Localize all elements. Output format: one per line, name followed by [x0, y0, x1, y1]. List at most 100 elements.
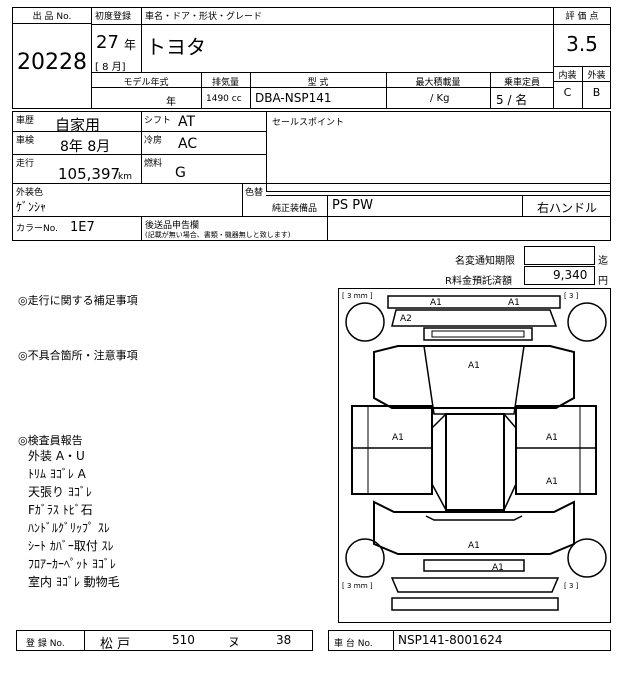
history-value: 自家用 [55, 116, 101, 134]
tire-rear-left [345, 538, 385, 578]
chassis-label: 車 台 No. [334, 639, 373, 649]
ac-label: 冷房 [144, 136, 163, 146]
car-name-label: 車名・ドア・形状・グレード [145, 12, 263, 22]
recycle-label: R料金預託済額 [445, 276, 512, 287]
specs-div-3 [386, 72, 387, 109]
name-change-box [524, 246, 595, 265]
type-label: 型 式 [307, 78, 329, 88]
specs-div-4 [490, 72, 491, 109]
color-change-label: 色替 [245, 188, 264, 198]
after-docs-div [327, 216, 328, 241]
details-line-4 [12, 216, 611, 217]
driving-notes-heading: ◎走行に関する補足事項 [18, 294, 138, 307]
damage-mark: A1 [546, 477, 558, 487]
chassis-div [393, 630, 394, 651]
ac-value: AC [178, 136, 198, 152]
details-line-1 [12, 131, 266, 132]
equipment-label: 純正装備品 [272, 204, 318, 214]
mileage-unit: km [118, 172, 132, 182]
details-split [266, 111, 267, 191]
recycle-box [524, 266, 595, 285]
color-no-div [141, 216, 142, 241]
shift-value: AT [178, 114, 196, 130]
details-line-2 [12, 154, 266, 155]
tire-front-right [567, 302, 607, 342]
details-line-3 [12, 183, 611, 184]
recycle-value: 9,340 [553, 268, 588, 282]
history-label: 車歴 [16, 116, 35, 126]
reg-div-1 [84, 630, 85, 651]
report-line: ｼｰﾄ ｶﾊﾞｰ取付 ｽﾚ [28, 539, 114, 553]
specs-div-2 [250, 72, 251, 109]
month-divider [141, 24, 142, 73]
after-docs-note: (記載が無い場合、書類・機器無しと致します) [145, 231, 291, 239]
inspection-value: 8年 8月 [60, 139, 111, 155]
tire-label-front-right: [ 3 ] [564, 292, 579, 300]
handle-value: 右ハンドル [537, 201, 598, 215]
specs-header-line [91, 87, 554, 88]
sales-point-bottom [266, 191, 611, 192]
damage-mark: A1 [546, 433, 558, 443]
interior-score-label: 内装 [558, 71, 577, 81]
mileage-label: 走行 [16, 159, 35, 169]
model-year-label: モデル年式 [123, 78, 169, 88]
score-label: 評 価 点 [565, 12, 599, 22]
handle-div [522, 195, 523, 216]
car-damage-diagram: [ 3 ｍｍ ] [ 3 ] [ 3 ｍｍ ] [ 3 ] A1 A1 A2 A… [338, 288, 611, 623]
first-reg-label: 初度登録 [95, 12, 132, 22]
details-mid-div [141, 111, 142, 183]
tire-rear-right [567, 538, 607, 578]
report-line: Fｶﾞﾗｽ ﾄﾋﾞ石 [28, 503, 93, 517]
report-line: 天張り ﾖｺﾞﾚ [28, 485, 92, 499]
color-value: ｹﾞﾝｼｬ [16, 200, 47, 214]
color-label: 外装色 [16, 188, 44, 198]
name-change-label: 名変通知期限 [455, 256, 515, 267]
lot-number: 20228 [17, 50, 87, 75]
chassis-box [328, 630, 611, 651]
damage-mark: A1 [430, 298, 442, 308]
displacement-value: 1490 cc [206, 94, 242, 104]
score-header-line [553, 24, 611, 25]
after-docs-label: 後送品申告欄 [145, 221, 200, 231]
damage-mark: A1 [468, 541, 480, 551]
report-line: 外装 A・U [28, 449, 85, 463]
inspection-label: 車検 [16, 136, 35, 146]
report-line: ﾊﾝﾄﾞﾙｸﾞﾘｯﾌﾟ ｽﾚ [28, 521, 110, 535]
tire-front-left [345, 302, 385, 342]
displacement-label: 排気量 [211, 78, 239, 88]
inspector-report-heading: ◎検査員報告 [18, 434, 83, 447]
first-reg-year: 27 [96, 32, 119, 53]
color-no-label: カラーNo. [16, 224, 58, 234]
registration-label: 登 録 No. [26, 639, 65, 649]
color-change-div [242, 183, 243, 216]
exterior-score-label: 外装 [587, 71, 606, 81]
damage-mark: A1 [508, 298, 520, 308]
mileage-value: 105,397 [58, 165, 121, 183]
load-value: / Kg [430, 93, 450, 104]
registration-class: 510 [172, 633, 195, 647]
load-label: 最大積載量 [415, 78, 461, 88]
chassis-number: NSP141-8001624 [398, 633, 503, 647]
car-name-header-line [91, 24, 554, 25]
first-reg-divider [141, 7, 142, 24]
score-sub-line [553, 81, 611, 82]
registration-area: 松 戸 [100, 637, 131, 652]
shift-label: シフト [144, 116, 172, 126]
specs-div-1 [201, 72, 202, 109]
capacity-value: 5 / 名 [496, 93, 528, 107]
fuel-value: G [175, 165, 186, 181]
specs-row [91, 72, 554, 109]
registration-box [16, 630, 313, 651]
report-line: ﾌﾛｱｰｶｰﾍﾟｯﾄ ﾖｺﾞﾚ [28, 557, 116, 571]
lot-label-row [12, 7, 92, 24]
defects-heading: ◎不具合箇所・注意事項 [18, 349, 138, 362]
tire-label-rear-right: [ 3 ] [564, 582, 579, 590]
score-split-divider [582, 66, 583, 109]
score-value: 3.5 [566, 32, 598, 56]
registration-kana: ヌ [228, 635, 241, 649]
sales-point-label: セールスポイント [272, 118, 345, 128]
report-line: ﾄﾘﾑ ﾖｺﾞﾚ A [28, 467, 86, 481]
recycle-unit: 円 [598, 276, 608, 287]
interior-score: C [563, 86, 572, 99]
equip-div [327, 195, 328, 216]
